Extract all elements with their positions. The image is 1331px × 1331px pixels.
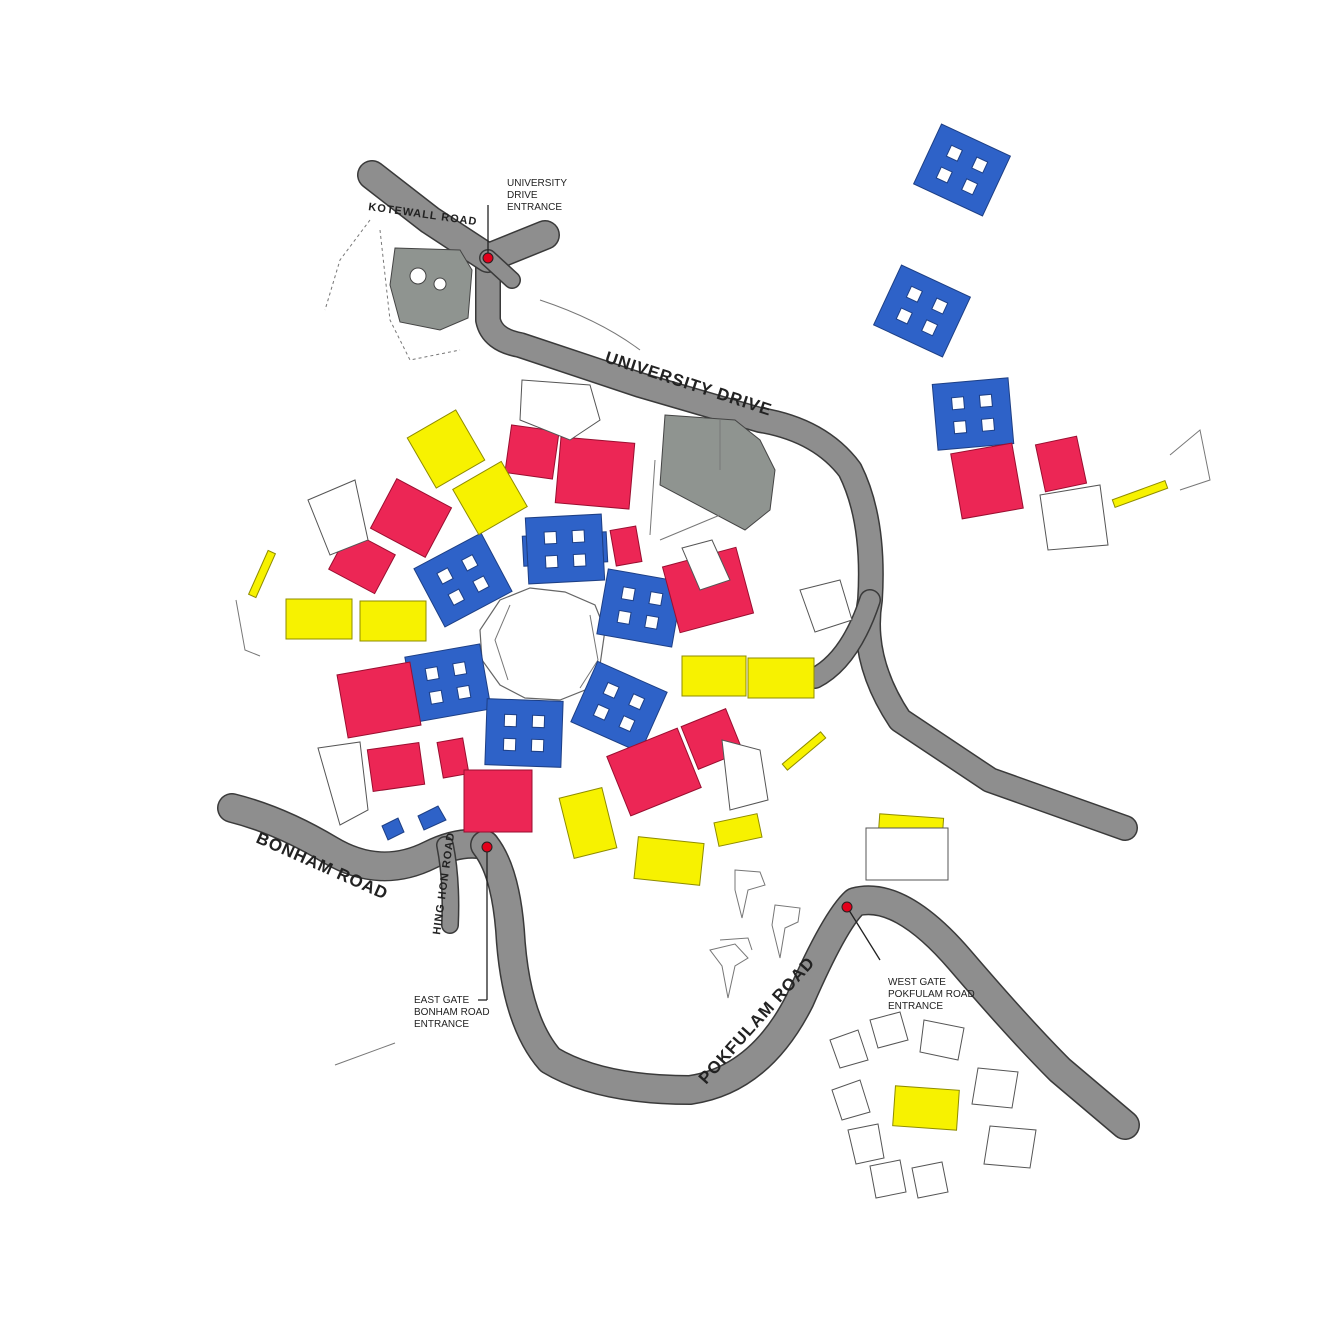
university-drive-entrance-marker [482, 252, 494, 264]
pokfulam-road [471, 831, 1139, 1139]
red-block [336, 661, 422, 739]
east-gate-entrance-marker [481, 841, 493, 853]
red-block [606, 727, 702, 817]
callout-line: WEST GATE [888, 977, 946, 988]
callout-line: POKFULAM ROAD [888, 989, 975, 1000]
east-gate-entrance-label: EAST GATE BONHAM ROAD ENTRANCE [414, 995, 490, 1031]
yellow-block [681, 655, 747, 697]
university-drive-entrance-label: UNIVERSITY DRIVE ENTRANCE [507, 178, 567, 214]
entrance-markers [478, 205, 881, 1001]
yellow-block [406, 409, 486, 489]
yellow-block [892, 1085, 960, 1131]
callout-line: EAST GATE [414, 995, 470, 1006]
callout-line: ENTRANCE [888, 1001, 944, 1012]
yellow-block [452, 460, 528, 536]
yellow-block [558, 786, 618, 860]
blue-block [521, 513, 609, 585]
west-gate-entrance-marker [841, 901, 853, 913]
kotewall-road [358, 161, 559, 272]
blue-block [872, 264, 972, 358]
blue-block [413, 532, 513, 628]
red-block [463, 769, 533, 833]
callout-line: ENTRANCE [507, 202, 563, 213]
road-network [217, 160, 1140, 1140]
red-block [366, 742, 426, 792]
open-area-central [659, 414, 776, 531]
yellow-walkway [247, 549, 277, 599]
red-block [504, 424, 560, 480]
blue-block [484, 698, 564, 768]
tree-sketches [709, 869, 801, 999]
yellow-block [713, 813, 763, 847]
university-drive-road [476, 246, 1137, 840]
yellow-walkway [781, 731, 827, 771]
callout-line: UNIVERSITY [507, 178, 568, 189]
yellow-block [285, 598, 353, 640]
open-area-north [389, 247, 473, 331]
blue-block [596, 568, 684, 648]
red-block [436, 737, 470, 779]
blue-blocks [381, 123, 1015, 841]
callout-line: DRIVE [507, 190, 538, 201]
red-block [369, 478, 453, 558]
outline-buildings [235, 379, 1211, 1199]
hing-hon-road [437, 837, 458, 933]
red-blocks [328, 424, 1088, 833]
blue-block [570, 660, 668, 754]
yellow-block [747, 657, 815, 699]
blue-block [931, 377, 1015, 451]
red-block [609, 525, 643, 567]
blue-block [912, 123, 1012, 217]
red-block [1034, 435, 1088, 493]
landscape-features [324, 219, 776, 541]
central-plaza [479, 587, 606, 701]
west-gate-entrance-label: WEST GATE POKFULAM ROAD ENTRANCE [888, 977, 975, 1013]
callout-line: BONHAM ROAD [414, 1007, 490, 1018]
yellow-block [633, 836, 705, 886]
blue-small-block [381, 817, 405, 841]
callout-line: ENTRANCE [414, 1019, 470, 1030]
yellow-block [359, 600, 427, 642]
blue-small-block [417, 805, 447, 831]
red-block [950, 442, 1024, 520]
red-block [554, 436, 636, 510]
blue-block [404, 643, 492, 723]
yellow-walkway [1111, 480, 1169, 508]
